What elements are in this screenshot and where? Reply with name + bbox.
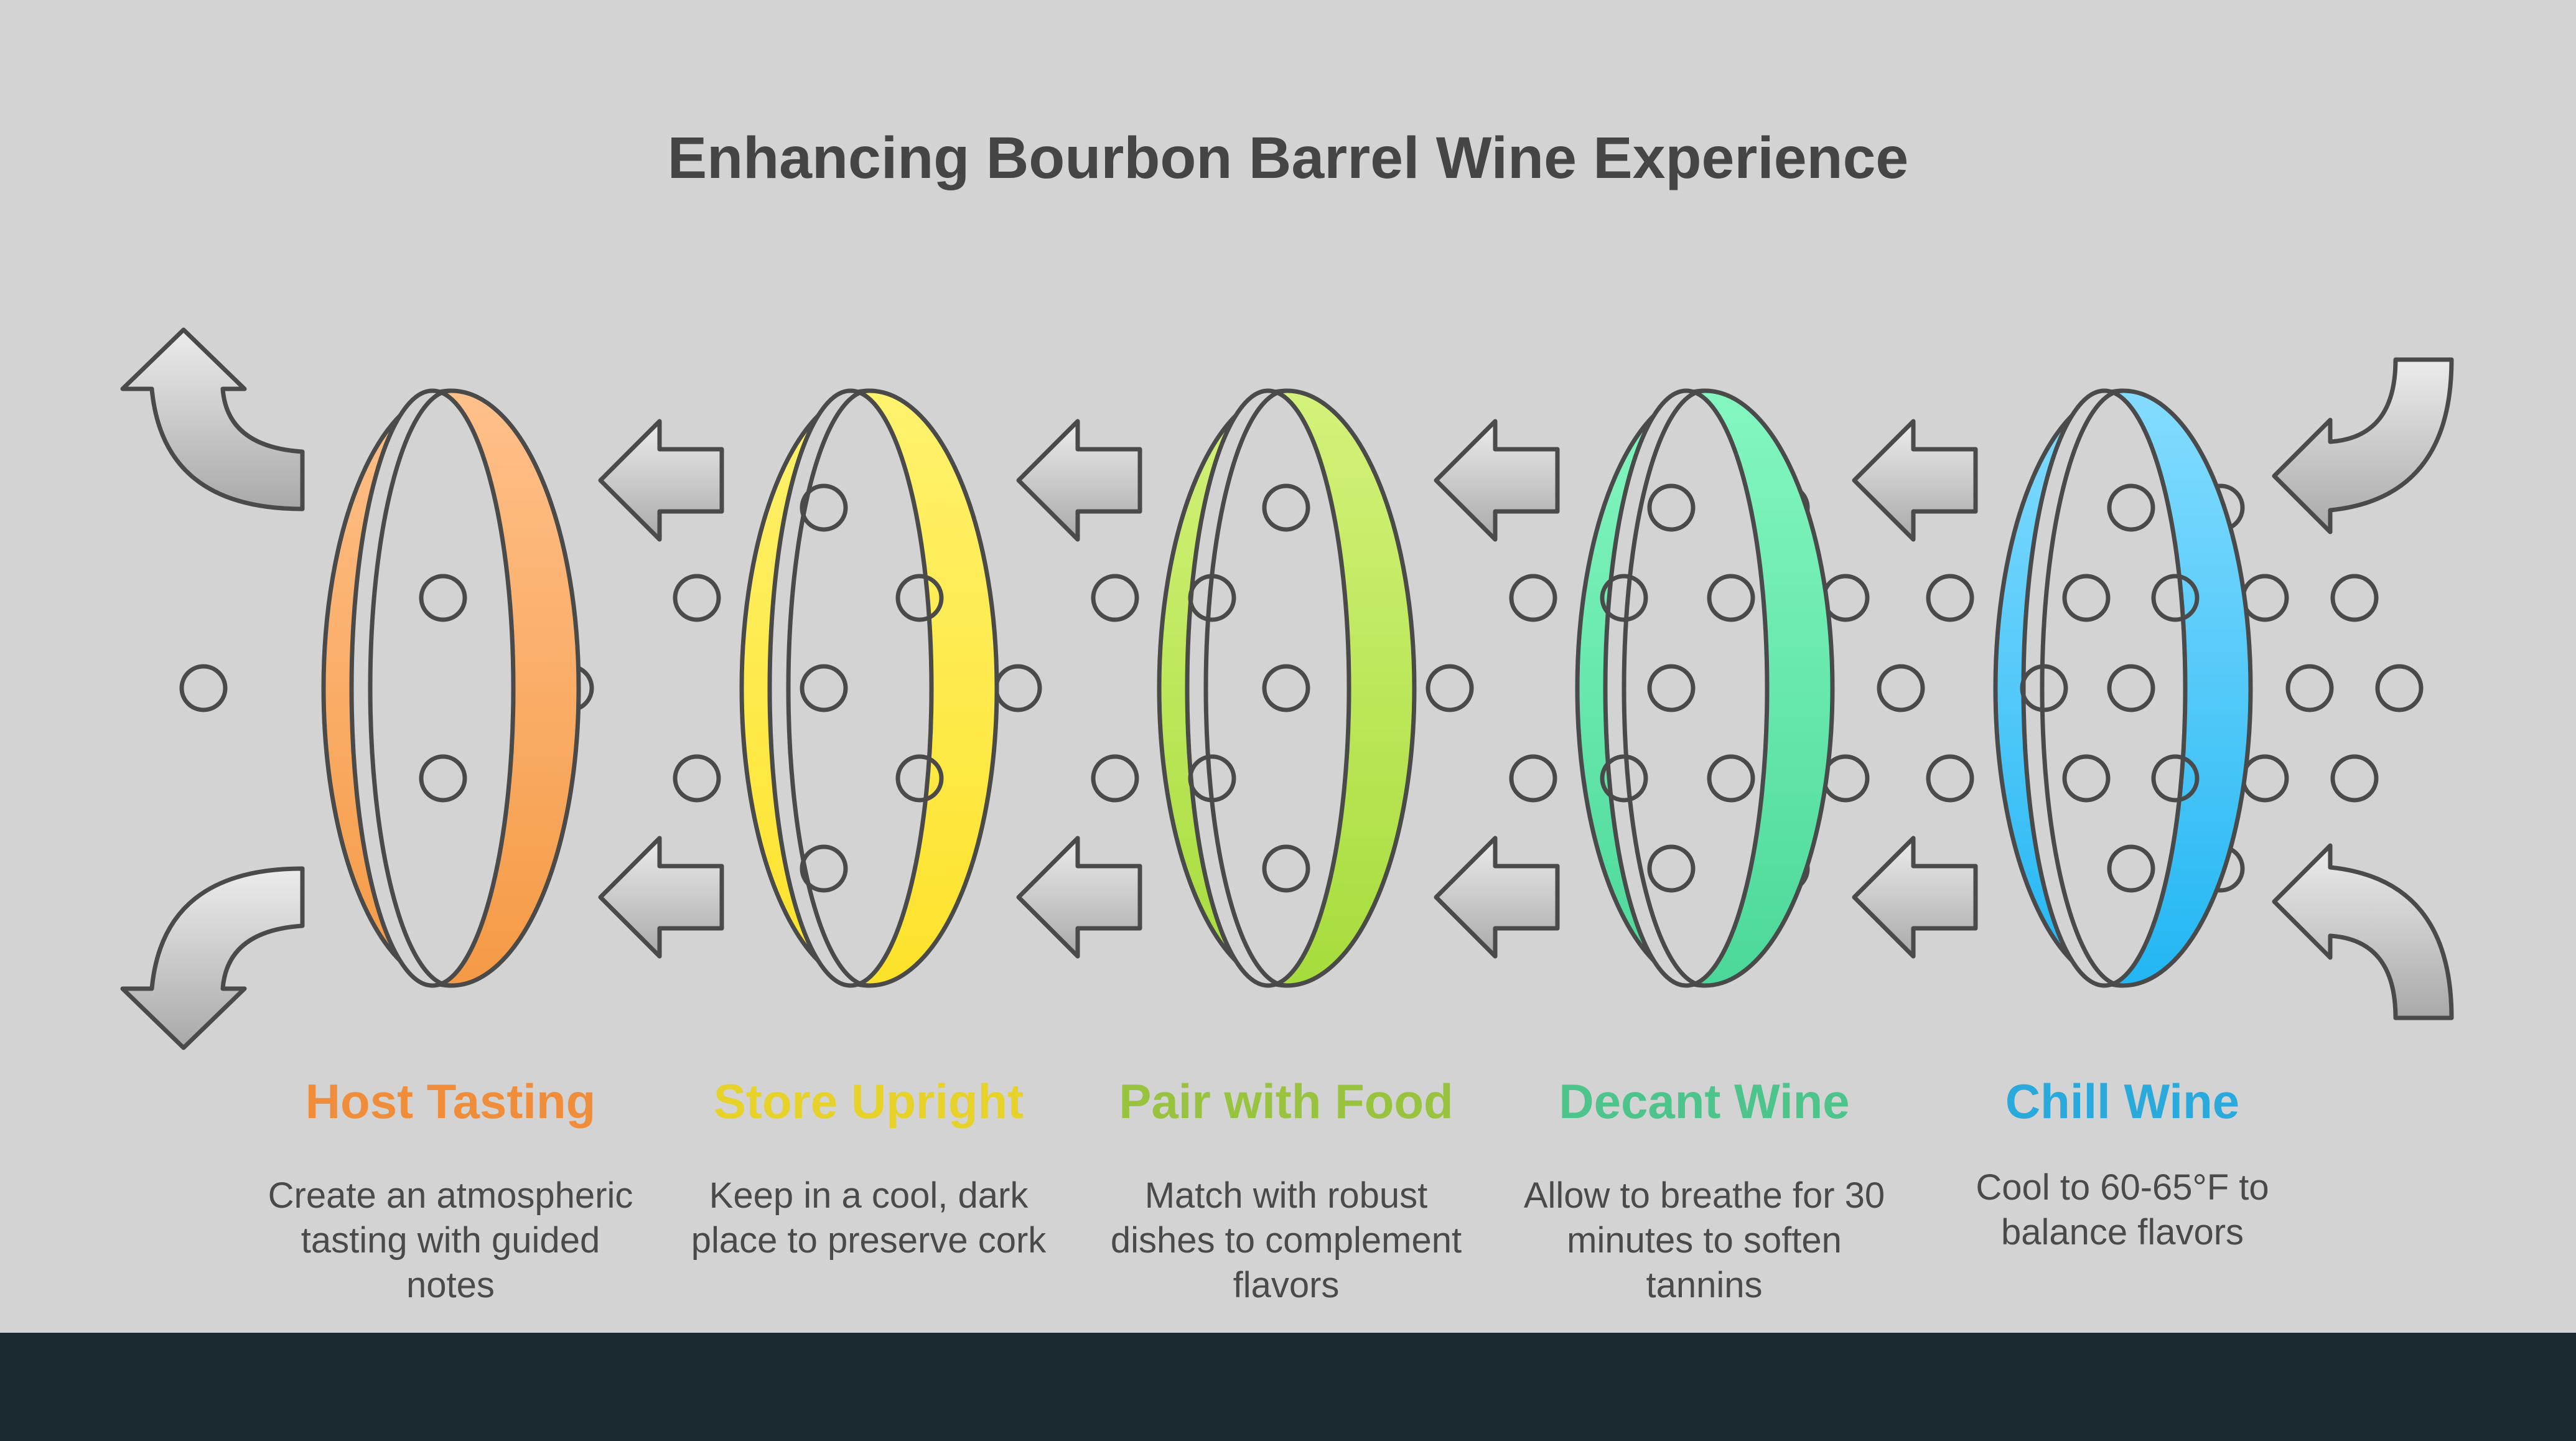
circle-dot-icon <box>673 574 721 622</box>
circle-dot-icon <box>2241 574 2289 622</box>
circle-dot-icon <box>1091 574 1139 622</box>
circle-dot-icon <box>2330 754 2379 803</box>
circle-dot-icon <box>1926 754 1974 803</box>
ring-3 <box>1157 388 1417 988</box>
footer-band <box>0 1333 2576 1441</box>
step-label-pair-with-food: Pair with Food <box>1119 1074 1454 1129</box>
step-desc-store-upright: Keep in a cool, dark place to preserve c… <box>691 1175 1047 1261</box>
circle-dot-icon <box>895 574 944 622</box>
circle-dot-icon <box>800 844 848 893</box>
circle-dot-icon <box>2241 754 2289 803</box>
ring-rim <box>786 388 870 988</box>
circle-dot-icon <box>1707 574 1755 622</box>
arrow-left-icon <box>1436 421 1557 539</box>
diagram-canvas: Enhancing Bourbon Barrel Wine Experience… <box>0 0 2576 1333</box>
ring-rim <box>1622 388 1706 988</box>
ring-4 <box>1575 388 1835 988</box>
circle-dot-icon <box>2285 664 2334 712</box>
arrow-left-icon <box>600 421 722 539</box>
circle-dot-icon <box>994 664 1042 712</box>
circle-dot-icon <box>1707 754 1755 803</box>
arrow-left-icon <box>1854 421 1976 539</box>
circle-dot-icon <box>2330 574 2379 622</box>
circle-dot-icon <box>179 664 228 712</box>
circle-dot-icon <box>1877 664 1925 712</box>
circle-dot-icon <box>419 754 467 803</box>
circle-dot-icon <box>2107 483 2155 532</box>
page-title: Enhancing Bourbon Barrel Wine Experience <box>667 125 1909 191</box>
rings-group <box>321 388 2253 988</box>
ring-inner <box>1185 388 1351 988</box>
step-label-decant-wine: Decant Wine <box>1559 1074 1850 1129</box>
ring-inner <box>349 388 516 988</box>
circle-dot-icon <box>2375 664 2424 712</box>
step-desc-pair-with-food: Match with robust dishes to complement f… <box>1110 1175 1462 1305</box>
circle-dot-icon <box>1509 754 1557 803</box>
circle-dot-icon <box>1426 664 1474 712</box>
step-label-chill-wine: Chill Wine <box>2005 1074 2240 1129</box>
circle-dot-icon <box>2107 844 2155 893</box>
process-diagram <box>120 327 2454 1050</box>
step-label-store-upright: Store Upright <box>713 1074 1024 1129</box>
arrow-left-icon <box>1019 421 1140 539</box>
circle-dot-icon <box>800 664 848 712</box>
ring-rim <box>2040 388 2124 988</box>
circle-dot-icon <box>1647 664 1696 712</box>
ring-1 <box>321 388 581 988</box>
step-desc-decant-wine: Allow to breathe for 30 minutes to softe… <box>1523 1175 1885 1305</box>
circle-dot-icon <box>2107 664 2155 712</box>
step-desc-chill-wine: Cool to 60-65°F to balance flavors <box>1976 1167 2269 1252</box>
circle-dot-icon <box>2151 754 2200 803</box>
arrow-left-icon <box>1854 838 1976 956</box>
circle-dot-icon <box>673 754 721 803</box>
curved-arrow-icon-top-right <box>2272 357 2454 534</box>
circle-dot-icon <box>800 483 848 532</box>
curved-arrow-icon-bottom-right <box>2272 843 2454 1020</box>
ring-rim <box>368 388 452 988</box>
circle-dot-icon <box>895 754 944 803</box>
circle-dot-icon <box>1926 574 1974 622</box>
circle-dot-icon <box>1262 664 1310 712</box>
ring-inner <box>1603 388 1770 988</box>
circle-dot-icon <box>2062 574 2111 622</box>
circle-dot-icon <box>1262 483 1310 532</box>
ring-5 <box>1993 388 2253 988</box>
circle-dot-icon <box>1647 483 1696 532</box>
circle-dot-icon <box>419 574 467 622</box>
ring-rim <box>1203 388 1287 988</box>
ring-inner <box>767 388 934 988</box>
circle-dot-icon <box>2062 754 2111 803</box>
circle-dot-icon <box>1262 844 1310 893</box>
curved-arrow-icon-top-left <box>120 327 305 511</box>
circle-dot-icon <box>1509 574 1557 622</box>
ring-inner <box>2021 388 2188 988</box>
circle-dot-icon <box>2151 574 2200 622</box>
arrow-left-icon <box>1436 838 1557 956</box>
circle-dot-icon <box>1091 754 1139 803</box>
arrow-left-icon <box>600 838 722 956</box>
circle-dot-icon <box>1647 844 1696 893</box>
arrow-left-icon <box>1019 838 1140 956</box>
step-desc-host-tasting: Create an atmospheric tasting with guide… <box>268 1175 633 1305</box>
ring-2 <box>739 388 999 988</box>
curved-arrow-icon-bottom-left <box>120 866 305 1050</box>
step-label-host-tasting: Host Tasting <box>305 1074 596 1129</box>
